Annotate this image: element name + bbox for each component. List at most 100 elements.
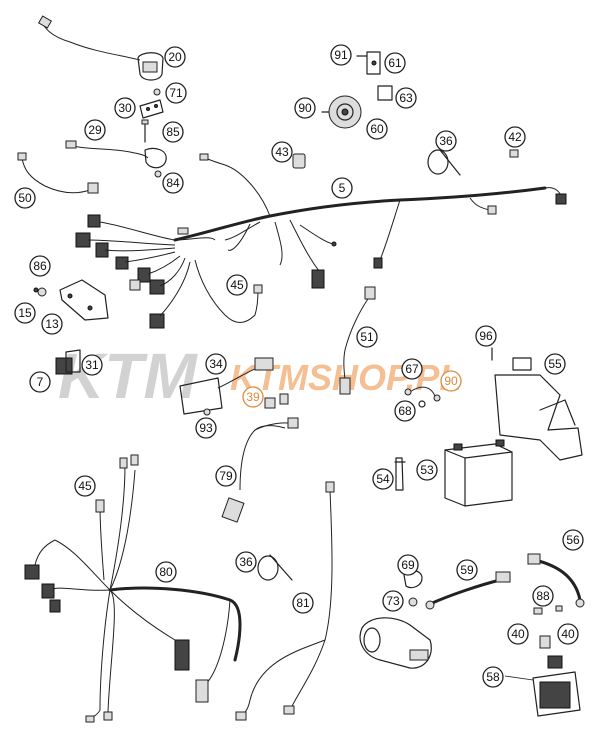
battery-box-55 bbox=[491, 347, 583, 461]
svg-text:40: 40 bbox=[511, 627, 525, 641]
starter-relay-58 bbox=[504, 671, 581, 717]
handlebar-switch-20 bbox=[37, 15, 164, 81]
svg-text:50: 50 bbox=[18, 191, 32, 205]
svg-text:68: 68 bbox=[398, 404, 412, 418]
cable-81 bbox=[235, 481, 335, 721]
svg-text:42: 42 bbox=[508, 130, 522, 144]
callout-73: 73 bbox=[382, 590, 404, 612]
svg-text:81: 81 bbox=[296, 596, 310, 610]
callout-36-bottom: 36 bbox=[235, 551, 257, 573]
callout-30: 30 bbox=[114, 97, 136, 119]
callout-13: 13 bbox=[41, 313, 63, 335]
callout-90-horn: 90 bbox=[294, 97, 316, 119]
svg-text:39: 39 bbox=[246, 390, 260, 404]
screw-71 bbox=[153, 88, 161, 96]
regulator-7 bbox=[55, 349, 81, 375]
callout-63: 63 bbox=[395, 87, 417, 109]
regulator-34 bbox=[179, 357, 274, 415]
cable-56 bbox=[527, 553, 585, 608]
cable-tie-36a bbox=[427, 149, 461, 176]
svg-text:90: 90 bbox=[444, 374, 458, 388]
svg-text:91: 91 bbox=[334, 48, 348, 62]
callout-5: 5 bbox=[331, 177, 353, 199]
svg-text:30: 30 bbox=[118, 101, 132, 115]
screw-85 bbox=[141, 119, 149, 143]
svg-text:20: 20 bbox=[168, 50, 182, 64]
svg-text:79: 79 bbox=[219, 469, 233, 483]
callout-39: 39 bbox=[242, 386, 264, 408]
wiring-harness-80 bbox=[24, 454, 242, 723]
svg-text:34: 34 bbox=[209, 357, 223, 371]
starter-motor bbox=[359, 617, 432, 669]
callout-42: 42 bbox=[504, 126, 526, 148]
svg-text:51: 51 bbox=[360, 330, 374, 344]
callout-93: 93 bbox=[195, 417, 217, 439]
callout-58: 58 bbox=[482, 666, 504, 688]
watermark-brand: KTM bbox=[58, 340, 198, 412]
svg-text:85: 85 bbox=[166, 125, 180, 139]
svg-text:55: 55 bbox=[548, 357, 562, 371]
horn-assembly bbox=[321, 51, 393, 129]
callout-59: 59 bbox=[456, 559, 478, 581]
svg-text:43: 43 bbox=[275, 145, 289, 159]
ignition-cable-79 bbox=[221, 417, 299, 523]
callout-45-bottom: 45 bbox=[74, 475, 96, 497]
svg-text:60: 60 bbox=[370, 122, 384, 136]
svg-text:86: 86 bbox=[33, 259, 47, 273]
screw-84 bbox=[154, 170, 162, 178]
svg-text:61: 61 bbox=[388, 56, 402, 70]
bracket-30 bbox=[139, 99, 164, 119]
svg-text:45: 45 bbox=[230, 278, 244, 292]
callout-40-right: 40 bbox=[557, 623, 579, 645]
callout-68: 68 bbox=[394, 400, 416, 422]
callout-54: 54 bbox=[372, 468, 394, 490]
svg-text:88: 88 bbox=[536, 589, 550, 603]
svg-text:84: 84 bbox=[166, 176, 180, 190]
callout-56: 56 bbox=[562, 529, 584, 551]
svg-text:36: 36 bbox=[439, 134, 453, 148]
callout-40-left: 40 bbox=[507, 623, 529, 645]
svg-text:93: 93 bbox=[199, 421, 213, 435]
callout-51: 51 bbox=[356, 326, 378, 348]
svg-text:67: 67 bbox=[405, 362, 419, 376]
callout-55: 55 bbox=[544, 353, 566, 375]
callout-20: 20 bbox=[164, 46, 186, 68]
callout-61: 61 bbox=[384, 52, 406, 74]
svg-text:80: 80 bbox=[159, 565, 173, 579]
svg-text:53: 53 bbox=[420, 463, 434, 477]
switch-29 bbox=[65, 140, 167, 169]
svg-text:13: 13 bbox=[45, 317, 59, 331]
callout-80: 80 bbox=[155, 561, 177, 583]
callout-31: 31 bbox=[81, 354, 103, 376]
fuse-holder-54 bbox=[394, 457, 406, 491]
washer-68 bbox=[418, 400, 426, 408]
callout-60: 60 bbox=[366, 118, 388, 140]
svg-text:36: 36 bbox=[239, 555, 253, 569]
svg-text:29: 29 bbox=[88, 123, 102, 137]
svg-text:31: 31 bbox=[85, 358, 99, 372]
svg-text:54: 54 bbox=[376, 472, 390, 486]
fuse-40 bbox=[539, 635, 563, 669]
callout-88: 88 bbox=[532, 585, 554, 607]
callout-91: 91 bbox=[330, 44, 352, 66]
callout-85: 85 bbox=[162, 121, 184, 143]
svg-text:7: 7 bbox=[37, 375, 44, 389]
cable-59 bbox=[425, 571, 511, 610]
svg-text:90: 90 bbox=[298, 101, 312, 115]
svg-text:58: 58 bbox=[486, 670, 500, 684]
screw-88 bbox=[533, 605, 563, 615]
screw-93 bbox=[203, 408, 211, 416]
callout-79: 79 bbox=[215, 465, 237, 487]
callout-43: 43 bbox=[271, 141, 293, 163]
svg-text:59: 59 bbox=[460, 563, 474, 577]
sensor-51 bbox=[339, 286, 376, 395]
cable-tie-36b bbox=[257, 554, 293, 581]
callout-81: 81 bbox=[292, 592, 314, 614]
svg-text:45: 45 bbox=[78, 479, 92, 493]
connector-43 bbox=[292, 153, 306, 169]
callout-86: 86 bbox=[29, 255, 51, 277]
svg-text:5: 5 bbox=[339, 181, 346, 195]
cable-45b bbox=[95, 499, 105, 581]
cable-67 bbox=[404, 386, 441, 402]
